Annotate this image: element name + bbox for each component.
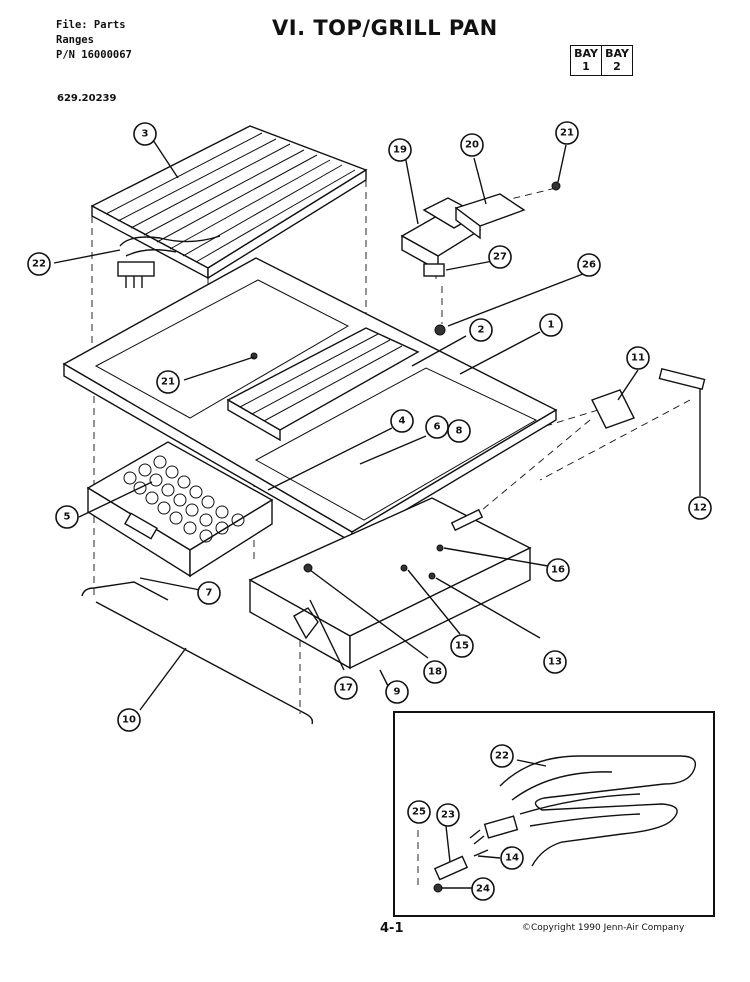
callout-1: 1 <box>539 313 563 337</box>
svg-text:18: 18 <box>428 667 442 678</box>
svg-text:9: 9 <box>394 687 401 698</box>
svg-text:25: 25 <box>412 807 426 818</box>
svg-text:6: 6 <box>434 422 441 433</box>
callout-10: 10 <box>117 708 141 732</box>
callout-11: 11 <box>626 346 650 370</box>
callout-3: 3 <box>133 122 157 146</box>
svg-text:12: 12 <box>693 503 707 514</box>
callout-12: 12 <box>688 496 712 520</box>
callout-22-top: 22 <box>27 252 51 276</box>
callout-19: 19 <box>388 138 412 162</box>
svg-text:7: 7 <box>206 588 213 599</box>
svg-text:11: 11 <box>631 353 645 364</box>
callout-14: 14 <box>500 846 524 870</box>
callout-4: 4 <box>390 409 414 433</box>
rock-tray <box>86 441 274 578</box>
file-line: File: Parts <box>56 19 126 31</box>
svg-text:20: 20 <box>465 140 479 151</box>
callout-27: 27 <box>488 245 512 269</box>
model-number: 629.20239 <box>57 93 117 104</box>
header-file-info: File: Parts Ranges P/N 16000067 <box>56 18 132 63</box>
callout-7: 7 <box>197 581 221 605</box>
svg-text:23: 23 <box>441 810 455 821</box>
svg-text:26: 26 <box>582 260 596 271</box>
copyright-notice: ©Copyright 1990 Jenn-Air Company <box>522 923 685 933</box>
callout-13: 13 <box>543 650 567 674</box>
callout-23: 23 <box>436 803 460 827</box>
bay-indicator: BAY 1 BAY 2 <box>570 45 633 76</box>
heating-element-inset <box>393 711 715 917</box>
callout-20: 20 <box>460 133 484 157</box>
svg-text:17: 17 <box>339 683 353 694</box>
category-line: Ranges <box>56 34 94 46</box>
svg-text:8: 8 <box>456 426 463 437</box>
svg-text:13: 13 <box>548 657 562 668</box>
svg-text:15: 15 <box>455 641 469 652</box>
svg-text:21: 21 <box>560 128 574 139</box>
drip-pan <box>248 497 532 670</box>
callout-21-top: 21 <box>555 121 579 145</box>
callout-22-inset: 22 <box>490 744 514 768</box>
heating-element-top <box>117 235 221 288</box>
callout-8: 8 <box>447 419 471 443</box>
callout-6: 6 <box>425 415 449 439</box>
motor-bracket <box>400 181 561 336</box>
callout-25: 25 <box>407 800 431 824</box>
callout-24: 24 <box>471 877 495 901</box>
grill-grate <box>90 125 368 280</box>
svg-text:22: 22 <box>495 751 509 762</box>
callout-5: 5 <box>55 505 79 529</box>
fasteners <box>250 352 444 580</box>
callout-9: 9 <box>385 680 409 704</box>
svg-text:4: 4 <box>399 416 406 427</box>
control-switch <box>591 367 706 429</box>
svg-text:1: 1 <box>548 320 555 331</box>
bay-2: BAY 2 <box>601 46 632 75</box>
bay-1-number: 1 <box>582 60 590 73</box>
callout-16: 16 <box>546 558 570 582</box>
callout-18: 18 <box>423 660 447 684</box>
grill-insert <box>226 327 420 442</box>
svg-text:19: 19 <box>393 145 407 156</box>
callout-26: 26 <box>577 253 601 277</box>
page-title: VI. TOP/GRILL PAN <box>272 16 498 40</box>
bay-1: BAY 1 <box>571 46 601 75</box>
svg-text:5: 5 <box>64 512 71 523</box>
support-rods <box>81 581 314 725</box>
part-number-line: P/N 16000067 <box>56 49 132 61</box>
svg-text:10: 10 <box>122 715 136 726</box>
svg-text:3: 3 <box>142 129 149 140</box>
callout-2: 2 <box>469 318 493 342</box>
callout-17: 17 <box>334 676 358 700</box>
svg-text:2: 2 <box>478 325 485 336</box>
svg-text:27: 27 <box>493 252 507 263</box>
svg-text:24: 24 <box>476 884 490 895</box>
bay-2-label: BAY <box>605 47 629 60</box>
callout-21-frame: 21 <box>156 370 180 394</box>
page-number: 4-1 <box>380 921 404 936</box>
bay-2-number: 2 <box>613 60 621 73</box>
callout-15: 15 <box>450 634 474 658</box>
svg-text:14: 14 <box>505 853 519 864</box>
bay-1-label: BAY <box>574 47 598 60</box>
svg-text:21: 21 <box>161 377 175 388</box>
svg-text:16: 16 <box>551 565 565 576</box>
svg-text:22: 22 <box>32 259 46 270</box>
